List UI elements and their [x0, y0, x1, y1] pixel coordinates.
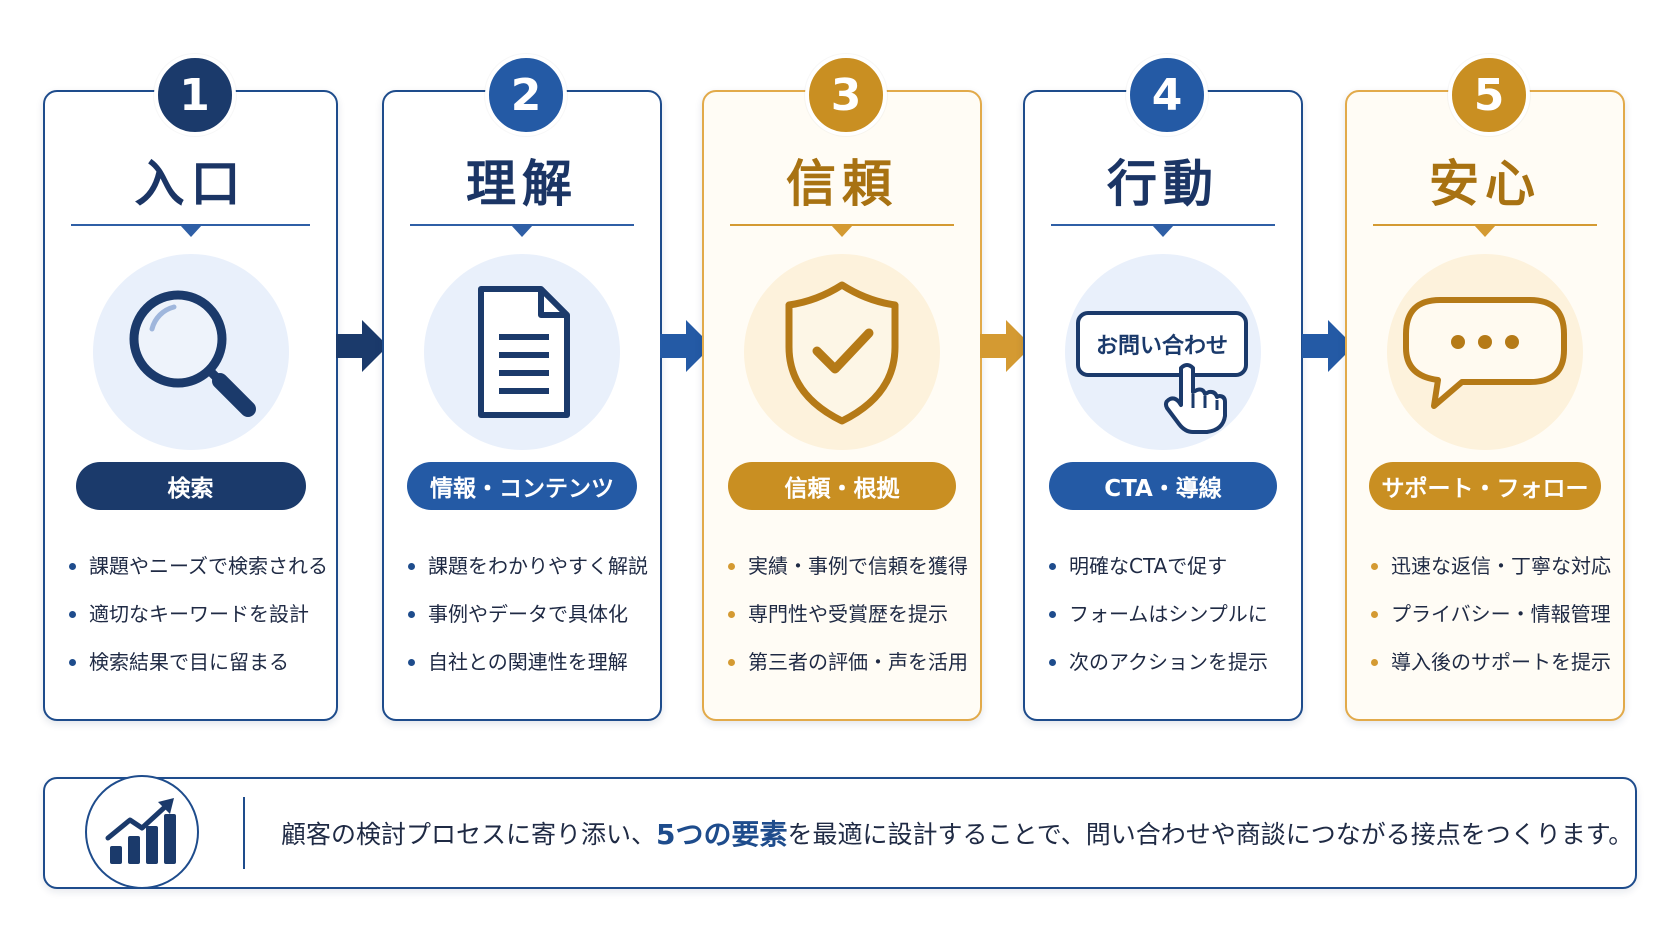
list-item: 第三者の評価・声を活用 [728, 644, 974, 692]
list-item: 事例やデータで具体化 [408, 596, 654, 644]
shield-check-icon [744, 254, 940, 450]
step-card-2: 2 理解 情報・コンテンツ 課題をわかりやすく解説 事例やデータで具体化 自社と… [382, 54, 662, 721]
divider-notch [831, 225, 853, 237]
step-bullet-list: 明確なCTAで促す フォームはシンプルに 次のアクションを提示 [1049, 548, 1295, 692]
speech-bubble-icon [1387, 254, 1583, 450]
list-item: 実績・事例で信頼を獲得 [728, 548, 974, 596]
hand-pointer-icon [1164, 363, 1227, 434]
step-title: 安心 [1429, 155, 1541, 213]
list-item: 課題をわかりやすく解説 [408, 548, 654, 596]
growth-chart-icon [85, 775, 199, 889]
list-item: 迅速な返信・丁寧な対応 [1371, 548, 1617, 596]
step-category-pill: 情報・コンテンツ [407, 462, 637, 510]
step-card-3: 3 信頼 信頼・根拠 実績・事例で信頼を獲得 専門性や受賞歴を提示 第三者の評価… [702, 54, 982, 721]
step-card-1: 1 入口 検索 課題やニーズで検索される 適切なキーワードを設計 検索結果で目に… [43, 54, 338, 721]
divider-notch [511, 225, 533, 237]
step-number-badge: 2 [485, 54, 567, 136]
step-number-badge: 3 [805, 54, 887, 136]
flow-arrow-icon [980, 320, 1032, 372]
flow-arrow-icon [660, 320, 712, 372]
contact-button-illustration: お問い合わせ [1076, 311, 1248, 377]
list-item: 専門性や受賞歴を提示 [728, 596, 974, 644]
step-number-badge: 1 [153, 54, 236, 136]
step-category-pill: 信頼・根拠 [728, 462, 956, 510]
list-item: 導入後のサポートを提示 [1371, 644, 1617, 692]
step-title: 信頼 [786, 155, 898, 213]
summary-banner: 顧客の検討プロセスに寄り添い、5つの要素を最適に設計することで、問い合わせや商談… [43, 775, 1637, 889]
contact-button-click-icon: お問い合わせ [1065, 254, 1261, 450]
step-category-pill: 検索 [75, 462, 306, 510]
list-item: 明確なCTAで促す [1049, 548, 1295, 596]
list-item: 課題やニーズで検索される [69, 548, 330, 596]
step-bullet-list: 迅速な返信・丁寧な対応 プライバシー・情報管理 導入後のサポートを提示 [1371, 548, 1617, 692]
flow-arrow-icon [336, 320, 388, 372]
step-bullet-list: 課題やニーズで検索される 適切なキーワードを設計 検索結果で目に留まる [69, 548, 330, 692]
step-bullet-list: 課題をわかりやすく解説 事例やデータで具体化 自社との関連性を理解 [408, 548, 654, 692]
summary-text-part: を最適に設計することで、問い合わせや商談につながる接点をつくります。 [787, 820, 1634, 849]
list-item: 自社との関連性を理解 [408, 644, 654, 692]
list-item: フォームはシンプルに [1049, 596, 1295, 644]
step-card-4: 4 行動 お問い合わせ CTA・導線 明確なCTAで促す フォームはシンプルに … [1023, 54, 1303, 721]
divider-notch [179, 225, 202, 237]
step-title: 行動 [1107, 155, 1219, 213]
summary-highlight: 5つの要素 [656, 818, 788, 851]
step-card-5: 5 安心 サポート・フォロー 迅速な返信・丁寧な対応 プライバシー・情報管理 導… [1345, 54, 1625, 721]
step-bullet-list: 実績・事例で信頼を獲得 専門性や受賞歴を提示 第三者の評価・声を活用 [728, 548, 974, 692]
document-icon [424, 254, 620, 450]
divider-notch [1152, 225, 1174, 237]
divider-notch [1474, 225, 1496, 237]
list-item: プライバシー・情報管理 [1371, 596, 1617, 644]
summary-text-part: 顧客の検討プロセスに寄り添い、 [281, 820, 657, 849]
flow-arrow-icon [1302, 320, 1354, 372]
list-item: 次のアクションを提示 [1049, 644, 1295, 692]
divider [243, 797, 245, 869]
summary-text: 顧客の検討プロセスに寄り添い、5つの要素を最適に設計することで、問い合わせや商談… [281, 779, 1633, 887]
step-category-pill: サポート・フォロー [1369, 462, 1601, 510]
step-number-badge: 5 [1448, 54, 1530, 136]
list-item: 検索結果で目に留まる [69, 644, 330, 692]
step-title: 理解 [466, 155, 578, 213]
search-icon [92, 254, 289, 450]
list-item: 適切なキーワードを設計 [69, 596, 330, 644]
contact-button-label: お問い合わせ [1095, 334, 1228, 359]
step-category-pill: CTA・導線 [1049, 462, 1277, 510]
step-number-badge: 4 [1126, 54, 1208, 136]
step-title: 入口 [134, 155, 247, 213]
